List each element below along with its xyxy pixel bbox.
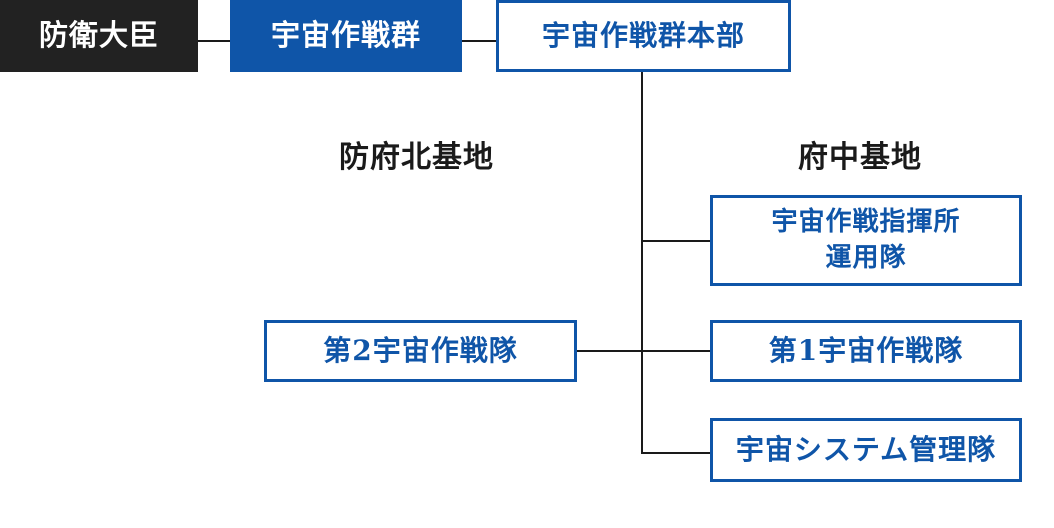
space-operations-group-box: 宇宙作戦群 bbox=[230, 0, 462, 72]
connector-trunk-vertical bbox=[641, 70, 643, 453]
group-headquarters-box: 宇宙作戦群本部 bbox=[496, 0, 791, 72]
base-label-fuchu: 府中基地 bbox=[798, 140, 922, 175]
base-label-hofu-kita: 防府北基地 bbox=[339, 140, 494, 175]
squadron-2-box: 第2宇宙作戦隊 bbox=[264, 320, 577, 382]
connector-minister-group bbox=[198, 40, 230, 42]
minister-box: 防衛大臣 bbox=[0, 0, 198, 72]
connector-systems-management bbox=[641, 452, 710, 454]
command-center-unit-box: 宇宙作戦指揮所 運用隊 bbox=[710, 195, 1022, 286]
squadron-1-box: 第1宇宙作戦隊 bbox=[710, 320, 1022, 382]
connector-command-center bbox=[641, 240, 710, 242]
systems-management-unit-box: 宇宙システム管理隊 bbox=[710, 418, 1022, 482]
connector-group-hq bbox=[462, 40, 496, 42]
connector-squadron-row bbox=[577, 350, 710, 352]
